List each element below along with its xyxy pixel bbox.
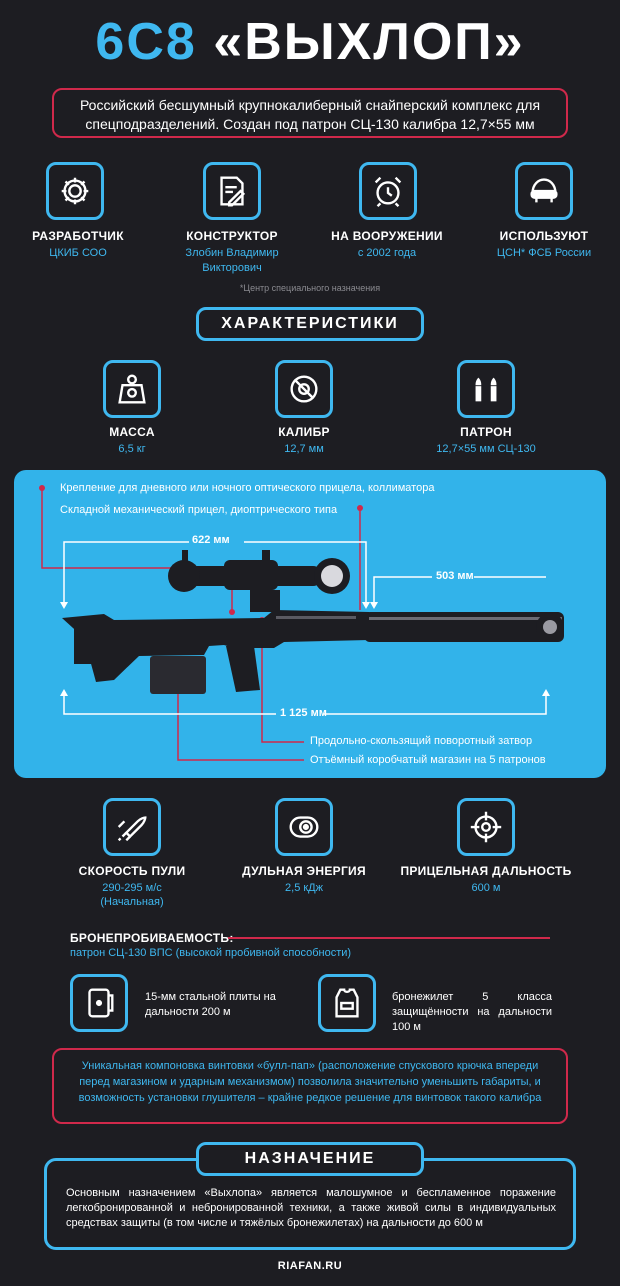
callout-scope-mount: Крепление для дневного или ночного оптич…: [60, 482, 435, 494]
perf-value-speed: 290-295 м/с: [102, 882, 162, 894]
info-label-developer: РАЗРАБОТЧИК: [32, 229, 124, 243]
helmet-icon: [515, 162, 573, 220]
spec-label-mass: МАССА: [109, 425, 155, 439]
steel-plate-icon: [70, 974, 128, 1032]
footnote: *Центр специального назначения: [239, 283, 381, 293]
perf-label-range: ПРИЦЕЛЬНАЯ ДАЛЬНОСТЬ: [400, 864, 572, 878]
spec-value-mass: 6,5 кг: [118, 443, 146, 455]
document-pen-icon: [203, 162, 261, 220]
info-icon-developer: [46, 162, 104, 220]
info-label-designer: КОНСТРУКТОР: [186, 229, 278, 243]
rifle-silhouette: [62, 550, 564, 694]
perf-value-speed-note: (Начальная): [100, 896, 164, 908]
crosshair-icon: [457, 798, 515, 856]
spec-label-cartridge: ПАТРОН: [460, 425, 512, 439]
gear-icon: [46, 162, 104, 220]
weight-icon: [103, 360, 161, 418]
info-icon-designer: [203, 162, 261, 220]
purpose-text: Основным назначением «Выхлопа» является …: [66, 1187, 556, 1229]
callout-magazine: Отъёмный коробчатый магазин на 5 патроно…: [310, 754, 546, 766]
muzzle-energy-icon: [275, 798, 333, 856]
penetration-icon-plate: [70, 974, 128, 1032]
perf-icon-range: [457, 798, 515, 856]
bullet-speed-icon: [103, 798, 161, 856]
title-name: «ВЫХЛОП»: [213, 13, 525, 71]
rifle-diagram-panel: Крепление для дневного или ночного оптич…: [14, 470, 606, 778]
penetration-item-plate: 15-мм стальной плиты на дальности 200 м: [145, 991, 276, 1018]
title-prefix: 6С8: [95, 13, 197, 71]
caliber-icon: [275, 360, 333, 418]
penetration-item-vest: бронежилет 5 класса защищённости на даль…: [392, 991, 552, 1033]
penetration-subtitle: патрон СЦ-130 ВПС (высокой пробивной спо…: [70, 947, 352, 959]
info-value-users: ЦСН* ФСБ России: [496, 247, 592, 259]
info-value-service: с 2002 года: [357, 247, 417, 259]
dim-total-length: 1 125 мм: [280, 707, 327, 719]
cartridges-icon: [457, 360, 515, 418]
perf-label-speed: СКОРОСТЬ ПУЛИ: [78, 864, 186, 878]
callout-iron-sight: Складной механический прицел, диоптричес…: [60, 504, 338, 516]
dim-body-length: 622 мм: [192, 534, 230, 546]
spec-icon-cartridge: [457, 360, 515, 418]
body-armor-icon: [318, 974, 376, 1032]
info-label-service: НА ВООРУЖЕНИИ: [331, 229, 443, 243]
spec-value-caliber: 12,7 мм: [284, 443, 324, 455]
subtitle: Российский бесшумный крупнокалиберный сн…: [52, 88, 568, 138]
footer-source: RIAFAN.RU: [277, 1260, 343, 1272]
callout-bolt: Продольно-скользящий поворотный затвор: [310, 735, 533, 747]
spec-value-cartridge: 12,7×55 мм СЦ-130: [436, 443, 536, 455]
perf-icon-energy: [275, 798, 333, 856]
perf-icon-speed: [103, 798, 161, 856]
info-value-designer: Злобин Владимир Викторович: [185, 247, 279, 274]
info-icon-service: [359, 162, 417, 220]
spec-label-caliber: КАЛИБР: [278, 425, 330, 439]
penetration-icon-vest: [318, 974, 376, 1032]
spec-icon-caliber: [275, 360, 333, 418]
penetration-title: БРОНЕПРОБИВАЕМОСТЬ:: [70, 931, 234, 945]
dim-silencer-length: 503 мм: [436, 570, 474, 582]
layout-note: Уникальная компоновка винтовки «булл-пап…: [52, 1048, 568, 1124]
perf-value-energy: 2,5 кДж: [285, 882, 323, 894]
penetration-divider: [228, 937, 550, 939]
purpose-heading: НАЗНАЧЕНИЕ: [196, 1142, 424, 1176]
info-icon-users: [515, 162, 573, 220]
alarm-clock-icon: [359, 162, 417, 220]
perf-label-energy: ДУЛЬНАЯ ЭНЕРГИЯ: [242, 864, 366, 878]
page-title: 6С8 «ВЫХЛОП»: [0, 12, 620, 72]
specs-heading: ХАРАКТЕРИСТИКИ: [196, 307, 424, 341]
info-label-users: ИСПОЛЬЗУЮТ: [499, 229, 589, 243]
rifle-diagram: [39, 485, 564, 761]
perf-value-range: 600 м: [471, 882, 501, 894]
spec-icon-mass: [103, 360, 161, 418]
info-value-developer: ЦКИБ СОО: [49, 247, 107, 259]
